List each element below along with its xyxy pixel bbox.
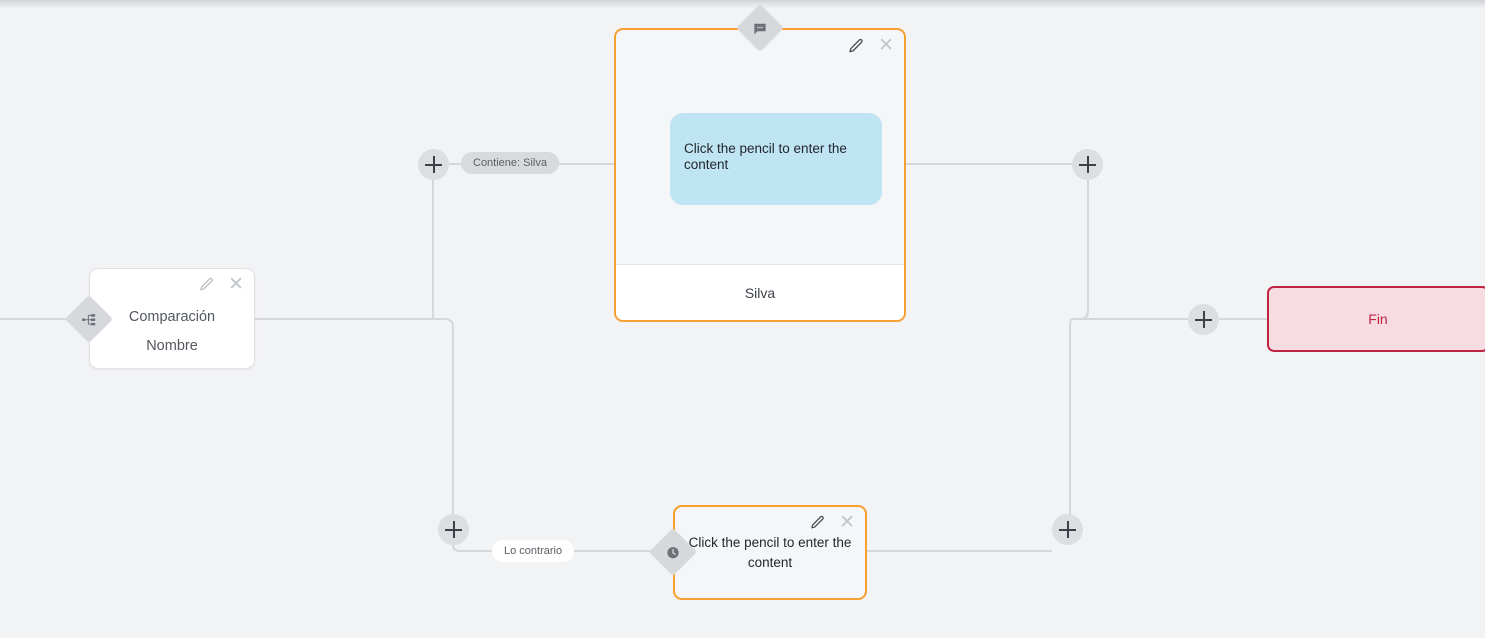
add-step-button-branch-false[interactable]: [438, 514, 469, 545]
node-actions: ✕: [848, 36, 894, 55]
message-node-footer: Silva: [616, 264, 904, 320]
message-bubble: Click the pencil to enter the content: [670, 113, 882, 205]
edge-label-lo-contrario[interactable]: Lo contrario: [492, 540, 575, 562]
node-actions: ✕: [199, 275, 244, 294]
comparacion-title: Comparación: [128, 309, 216, 325]
edge-merge-riser: [1069, 318, 1073, 521]
chat-bubble-icon: [754, 23, 766, 34]
end-node-label: Fin: [1368, 311, 1388, 327]
close-icon[interactable]: ✕: [839, 512, 855, 533]
message-secondary-text: Click the pencil to enter the content: [688, 535, 852, 570]
message-node-secondary[interactable]: ✕ Click the pencil to enter the content: [673, 505, 867, 600]
edge-false-branch: [255, 318, 454, 521]
add-step-button-branch-true[interactable]: [418, 149, 449, 180]
clock-icon: [667, 546, 679, 558]
top-edge-shadow: [0, 0, 1485, 9]
add-step-button-after-message-secondary[interactable]: [1052, 514, 1083, 545]
message-node[interactable]: ✕ Click the pencil to enter the content …: [614, 28, 906, 322]
pencil-icon[interactable]: [199, 277, 214, 292]
pencil-icon[interactable]: [810, 515, 825, 530]
chat-bubble-icon-badge[interactable]: [735, 3, 785, 53]
pencil-icon[interactable]: [848, 38, 864, 54]
edge-label-contiene[interactable]: Contiene: Silva: [461, 152, 559, 174]
end-node[interactable]: Fin: [1267, 286, 1485, 352]
close-icon[interactable]: ✕: [878, 35, 894, 56]
add-step-button-after-message[interactable]: [1072, 149, 1103, 180]
edge-merge-top-b: [1072, 180, 1089, 320]
branch-icon: [82, 313, 96, 325]
comparacion-node[interactable]: ✕ Comparación Nombre: [89, 268, 255, 369]
add-step-button-before-end[interactable]: [1188, 304, 1219, 335]
comparacion-subtitle: Nombre: [146, 338, 198, 354]
close-icon[interactable]: ✕: [228, 274, 244, 295]
node-actions: ✕: [810, 513, 855, 532]
branch-icon-badge[interactable]: [64, 294, 114, 344]
edge-merge-top: [1079, 180, 1188, 320]
